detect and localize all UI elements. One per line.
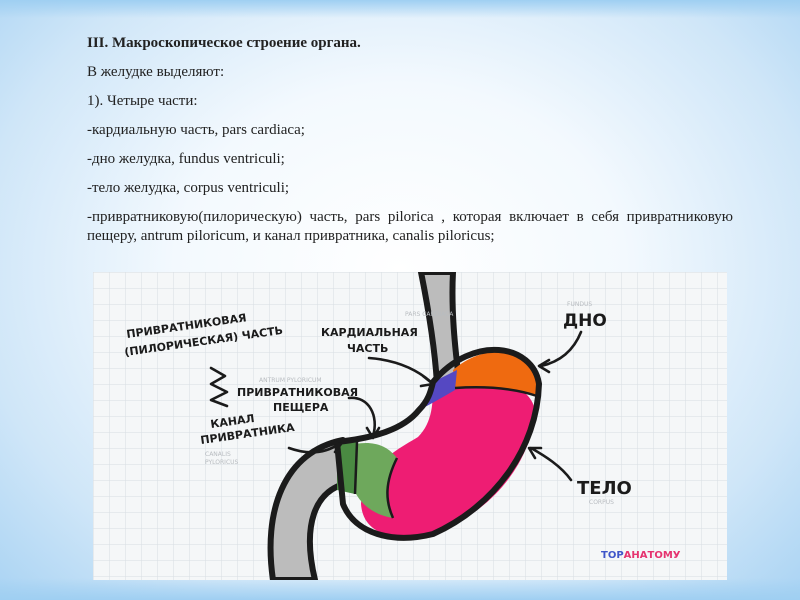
arrow-body <box>527 446 573 482</box>
arrow-cardiac-part <box>367 356 435 388</box>
arrow-antrum <box>347 396 381 440</box>
latin-antrum-label: ANTRUM PYLORICUM <box>259 377 322 384</box>
list-item-body: -тело желудка, corpus ventriculi; <box>87 180 290 196</box>
list-item-pyloric: -привратниковую(пилорическую) часть, par… <box>87 209 733 244</box>
latin-cardiac-label: PARS CARDIACA <box>405 311 454 318</box>
latin-fundus-label: FUNDUS <box>567 301 592 308</box>
list-item-cardiac: -кардиальную часть, pars cardiaca; <box>87 122 305 138</box>
slide-title: III. Макроскопическое строение органа. <box>87 35 361 51</box>
latin-canal-label-line2: PYLORICUS <box>205 459 239 466</box>
label-antrum-line1: ПРИВРАТНИКОВАЯ <box>237 386 358 399</box>
region-divider-lines <box>353 386 538 519</box>
label-body: ТЕЛО <box>577 478 632 499</box>
label-canal-line1: КАНАЛ <box>210 412 256 431</box>
latin-body-label: CORPUS <box>589 499 614 506</box>
label-fundus: ДНО <box>563 311 607 331</box>
latin-canal-label-line1: CANALIS <box>205 451 231 458</box>
label-antrum-line2: ПЕЩЕРА <box>273 401 329 414</box>
arrow-pyloric-part <box>209 366 229 408</box>
pyloric-antrum-region <box>355 442 397 518</box>
slide-frame-bottom <box>0 578 800 600</box>
label-cardiac-line1: КАРДИАЛЬНАЯ <box>321 326 418 339</box>
slide-text: III. Макроскопическое строение органа. В… <box>87 34 733 246</box>
stomach-diagram: ПРИВРАТНИКОВАЯ (ПИЛОРИЧЕСКАЯ) ЧАСТЬ КАРД… <box>93 272 727 580</box>
label-cardiac-line2: ЧАСТЬ <box>347 342 388 355</box>
stomach-fundus-region <box>453 351 537 396</box>
arrow-fundus <box>537 330 583 374</box>
arrow-canal <box>287 440 343 454</box>
parts-heading: 1). Четыре части: <box>87 93 198 109</box>
topanatomy-logo: ТОРАНАТОМУ <box>601 550 681 561</box>
stomach-outline <box>334 346 542 541</box>
logo-part-top: ТОР <box>601 550 624 561</box>
list-item-fundus: -дно желудка, fundus ventriculi; <box>87 151 285 167</box>
intro-text: В желудке выделяют: <box>87 64 225 80</box>
slide-frame-top <box>0 0 800 18</box>
logo-part-anatomy: АНАТОМУ <box>624 550 681 561</box>
